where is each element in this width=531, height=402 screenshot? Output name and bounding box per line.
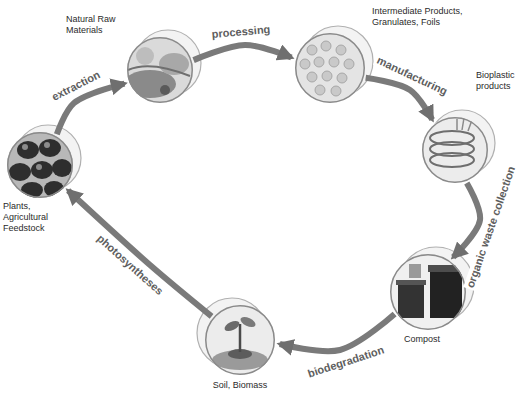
cycle-arrow xyxy=(57,84,125,135)
stage-circle: Compost xyxy=(390,254,466,330)
soil-picture xyxy=(197,298,275,375)
cycle-arrow xyxy=(453,183,480,257)
cycle-arrow xyxy=(194,45,292,60)
stage-circle: Plants, Agricultural Feedstock xyxy=(7,132,73,198)
circle-ring xyxy=(128,38,193,103)
arrow-label: processing xyxy=(209,23,273,41)
stage-label: Natural Raw Materials xyxy=(66,14,128,36)
circle-outline xyxy=(7,132,73,198)
cycle-arrow xyxy=(68,191,211,317)
arrow-label: manufacturing xyxy=(372,53,450,99)
raw-materials-picture xyxy=(124,30,201,103)
circle-ring xyxy=(206,306,275,375)
products-picture xyxy=(422,110,495,183)
circle-outline xyxy=(127,37,193,103)
arrow-label: extraction xyxy=(48,68,104,105)
cycle-arrow xyxy=(366,78,433,120)
arrow-label: organic waste collection xyxy=(464,163,520,292)
stage-label: Intermediate Products, Granulates, Foils xyxy=(372,6,466,28)
cycle-arrow xyxy=(280,314,395,351)
circle-ring xyxy=(296,34,365,103)
circle-outline xyxy=(205,305,275,375)
stage-label: Plants, Agricultural Feedstock xyxy=(3,201,61,234)
circle-ring xyxy=(391,255,466,330)
stage-label: Soil, Biomass xyxy=(190,380,290,391)
circle-outline xyxy=(390,254,466,330)
circle-ring xyxy=(423,118,488,183)
circle-outline xyxy=(295,33,365,103)
plants-picture xyxy=(7,125,81,198)
stage-label: Compost xyxy=(404,334,464,345)
granulate-picture xyxy=(295,26,373,103)
stage-circle: Natural Raw Materials xyxy=(127,37,193,103)
arrow-label: biodegradation xyxy=(305,343,388,381)
stage-circle: Soil, Biomass xyxy=(205,305,275,375)
compost-picture xyxy=(390,247,474,330)
circle-outline xyxy=(422,117,488,183)
stage-circle: Bioplastic products xyxy=(422,117,488,183)
arrow-label: photosyntheses xyxy=(93,230,168,299)
circle-ring xyxy=(8,133,73,198)
stage-circle: Intermediate Products, Granulates, Foils xyxy=(295,33,365,103)
stage-label: Bioplastic products xyxy=(476,70,528,92)
